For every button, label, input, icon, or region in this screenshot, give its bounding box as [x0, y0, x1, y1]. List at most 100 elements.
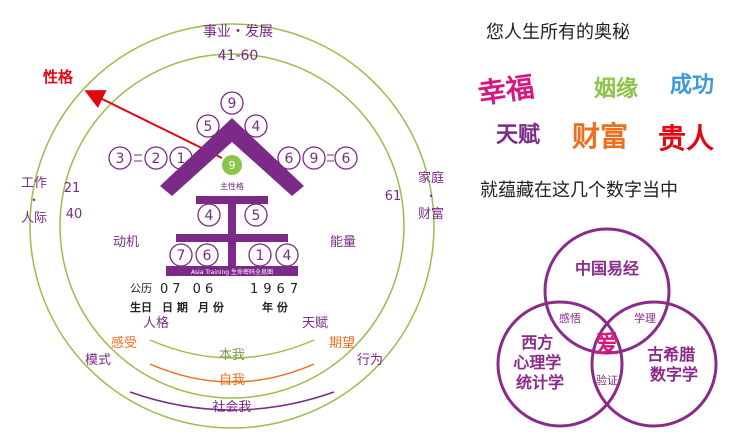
num-ml: 4	[205, 208, 214, 224]
inner-ring	[59, 53, 405, 399]
top-age: 41-60	[218, 48, 259, 64]
num-l3-circle	[169, 146, 193, 170]
num-b2: 6	[203, 248, 212, 264]
left-dot: ・	[28, 193, 40, 207]
number-digits: 9 5 4 3 2 1 6 9 6 4 5 7 6 1 4	[116, 96, 351, 264]
venn-right-label: 古希腊 数字学	[647, 345, 701, 384]
venn-circle-right	[590, 300, 718, 428]
dob-date-label: 日 期	[162, 300, 188, 314]
arc-ego: 自我	[219, 373, 245, 388]
left-age-a: 21	[64, 181, 81, 196]
dob-year: 1967	[250, 282, 303, 297]
tag-happiness: 幸福	[476, 70, 536, 110]
num-ul: 5	[204, 119, 213, 135]
subline: 就蕴藏在这几个数字当中	[480, 180, 678, 201]
num-ml-circle	[197, 203, 221, 227]
num-b4-circle	[275, 243, 299, 267]
num-l1: 3	[116, 151, 125, 167]
venn-left-line-1: 西方	[521, 333, 553, 352]
num-b4: 4	[283, 248, 292, 264]
num-mr: 5	[252, 208, 261, 224]
tag-benefactor: 贵人	[658, 122, 714, 155]
venn-right-line-1: 古希腊	[647, 345, 695, 364]
arc-green	[149, 339, 315, 359]
num-r3: 6	[342, 151, 351, 167]
headline: 您人生所有的奥秘	[486, 22, 630, 43]
venn-right-line-2: 数字学	[650, 365, 698, 384]
num-top-circle	[220, 91, 244, 115]
venn-circle-top	[543, 227, 671, 355]
right-age: 61	[385, 189, 402, 204]
num-b3-circle	[248, 243, 272, 267]
num-b3: 1	[256, 248, 265, 264]
venn-overlap-rt: 学理	[634, 311, 656, 325]
left-label-1: 工作	[21, 176, 47, 191]
roof-shape	[160, 118, 304, 196]
venn-center: 爱	[595, 330, 619, 358]
arrow-label: 性格	[43, 68, 74, 86]
num-r3-circle	[334, 146, 358, 170]
arrow-line	[84, 90, 223, 159]
num-mr-circle	[244, 203, 268, 227]
life-code-wheel: 事业・发展 41-60 工作 ・ 人际 21 40 家庭 ・ 财富 61 性格	[21, 23, 444, 429]
tag-talent: 天赋	[496, 123, 540, 148]
venn-left-line-3: 统计学	[516, 373, 564, 392]
motive-label: 动机	[113, 235, 139, 250]
glyph-bar-2	[176, 234, 288, 242]
arc-talent: 天赋	[302, 316, 328, 331]
arc-feeling: 感受	[111, 335, 137, 351]
glyph-base	[166, 266, 298, 276]
num-r1: 6	[285, 151, 294, 167]
arc-behavior: 行为	[357, 353, 383, 368]
arc-purple	[129, 391, 335, 411]
arc-orange	[149, 363, 315, 383]
arc-social: 社会我	[212, 399, 251, 415]
num-r2: 9	[310, 151, 319, 167]
num-ur-circle	[244, 114, 268, 138]
dob-day-label: 生日	[130, 300, 152, 314]
num-b1: 7	[177, 248, 186, 264]
num-ur: 4	[252, 119, 261, 135]
center-caption: 主性格	[220, 181, 244, 191]
tag-wealth: 财富	[572, 120, 628, 153]
arc-expectation: 期望	[329, 335, 355, 351]
venn-overlap-lt: 感悟	[559, 311, 581, 325]
dob-block: 公历 07 06 1967 生日 日 期 月 份 年 份	[130, 282, 303, 314]
right-dot: ・	[425, 189, 437, 203]
energy-label: 能量	[330, 235, 356, 250]
venn-diagram: 中国易经 西方 心理学 统计学 古希腊 数字学 感悟 学理 验证 爱	[496, 227, 718, 428]
tag-marriage: 姻缘	[594, 77, 638, 102]
num-r1-circle	[277, 146, 301, 170]
num-r2-circle	[302, 146, 326, 170]
num-ul-circle	[196, 114, 220, 138]
tag-success: 成功	[670, 73, 714, 98]
arc-self: 本我	[219, 348, 245, 363]
number-circles	[108, 91, 358, 267]
num-l1-circle	[108, 146, 132, 170]
dob-calendar: 公历	[130, 282, 152, 295]
num-b2-circle	[195, 243, 219, 267]
dob-month-label: 月 份	[197, 300, 225, 314]
venn-left-line-2: 心理学	[513, 353, 561, 372]
arc-pattern: 模式	[85, 353, 111, 368]
venn-overlap-lr: 验证	[596, 373, 618, 387]
dob-day-month: 07 06	[160, 282, 217, 297]
right-label-2: 财富	[418, 206, 444, 222]
venn-circle-left	[496, 300, 624, 428]
top-label: 事业・发展	[203, 24, 273, 40]
arc-personality: 人格	[143, 315, 169, 331]
num-l2-circle	[144, 146, 168, 170]
right-panel: 您人生所有的奥秘 幸福 姻缘 成功 天赋 财富 贵人 就蕴藏在这几个数字当中 中…	[476, 22, 718, 428]
num-center: 9	[229, 159, 236, 172]
num-l3: 1	[177, 151, 186, 167]
venn-left-label: 西方 心理学 统计学	[513, 333, 567, 392]
brand-strip: Asia Training 生命密码全息图	[191, 268, 273, 276]
num-top: 9	[228, 96, 237, 112]
num-b1-circle	[169, 243, 193, 267]
big-glyph	[160, 118, 304, 276]
left-age-b: 40	[66, 207, 83, 222]
dob-year-label: 年 份	[262, 300, 289, 314]
num-l2: 2	[152, 151, 161, 167]
glyph-stem	[228, 196, 236, 268]
